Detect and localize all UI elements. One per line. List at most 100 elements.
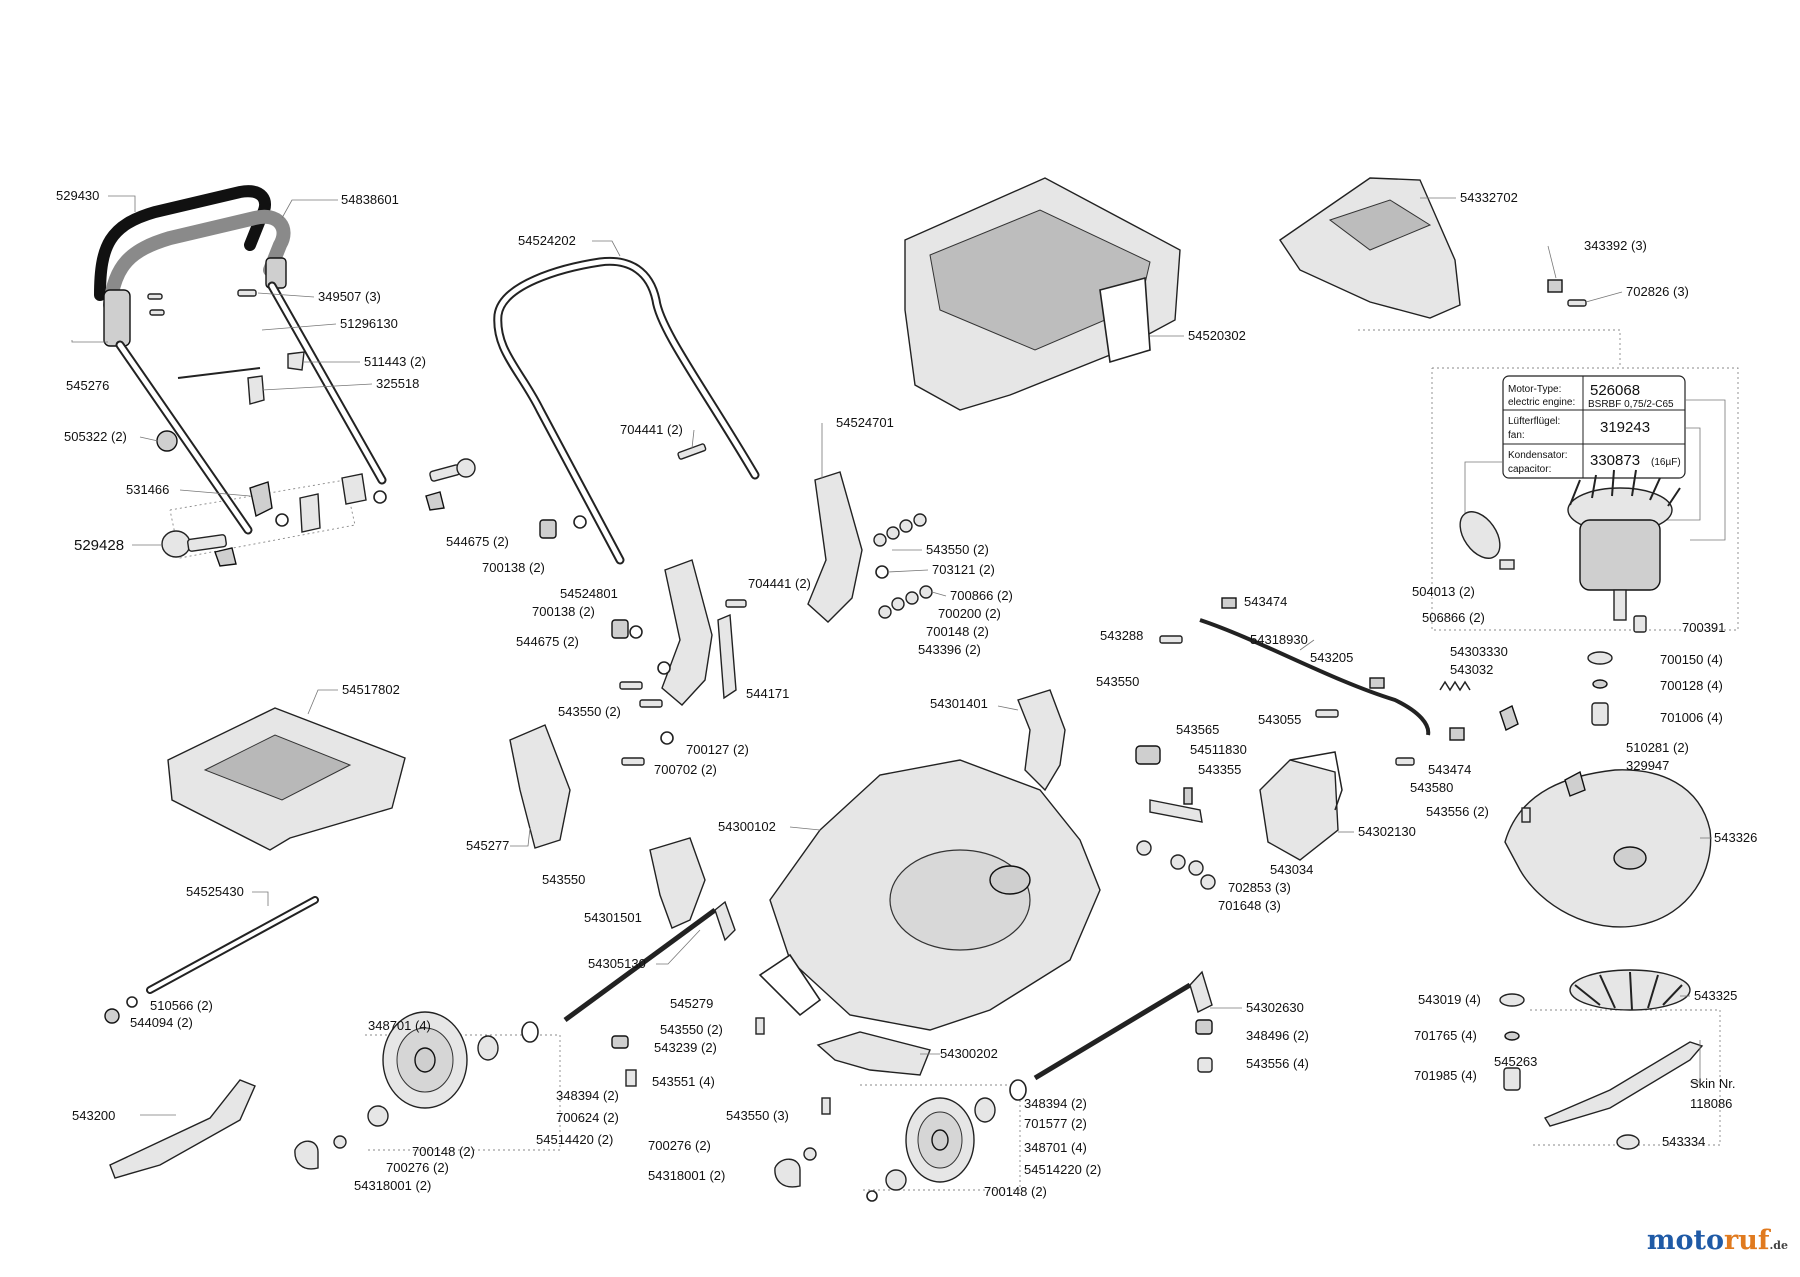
label-704441b: 704441 (2): [748, 576, 811, 591]
hinge-54524701: [807, 471, 863, 623]
label-543550a: 543550 (2): [926, 542, 989, 557]
motor-body-526068: [1579, 519, 1661, 591]
brand-name-rest: ruf: [1723, 1225, 1770, 1256]
label-543325: 543325: [1694, 988, 1737, 1003]
bolt-543550-b1: [619, 681, 643, 690]
clip-543474-a: [1221, 597, 1237, 609]
cap-544094: [104, 1008, 120, 1024]
washer-510566: [126, 996, 138, 1008]
label-325518: 325518: [376, 376, 419, 391]
clip-543474-b: [1449, 727, 1465, 741]
baffle-grille: [203, 734, 352, 801]
label-702826: 702826 (3): [1626, 284, 1689, 299]
label-skin-2: 118086: [1690, 1096, 1732, 1111]
rear-flap-54300202: [816, 1031, 931, 1076]
label-543474a: 543474: [1244, 594, 1287, 609]
switch-plate-54302130: [1259, 759, 1339, 861]
nut-701648-b: [1200, 874, 1216, 890]
wheel-348701-left: [382, 1011, 468, 1109]
axle-bracket-right: [1189, 970, 1213, 1013]
nut-700276-a: [333, 1135, 347, 1149]
flap-54301501: [649, 837, 706, 929]
washer-hinge-1: [657, 661, 671, 675]
label-54511830: 54511830: [1190, 742, 1247, 757]
label-543355: 543355: [1198, 762, 1241, 777]
motor-table-leader-2: [1662, 427, 1701, 521]
washer-700138-b: [629, 625, 643, 639]
label-511443: 511443 (2): [364, 354, 426, 369]
leader-505322: [139, 436, 159, 442]
label-700200: 700200 (2): [938, 606, 1001, 621]
label-543205: 543205: [1310, 650, 1353, 665]
label-701765: 701765 (4): [1414, 1028, 1477, 1043]
label-700148b: 700148 (2): [412, 1144, 475, 1159]
blade-543200: [109, 1079, 256, 1179]
label-54300202: 54300202: [940, 1046, 998, 1061]
label-51296130: 51296130: [340, 316, 398, 331]
group-outline-wheel-right: [860, 1084, 1021, 1191]
fan-543325: [1569, 969, 1691, 1011]
group-outline-fan-link: [1358, 329, 1621, 368]
washer-handle: [373, 490, 387, 504]
bolt-543550-b2: [639, 699, 663, 708]
motor-table-leader-3: [1464, 461, 1503, 520]
clip-543239: [611, 1035, 629, 1049]
label-510281: 510281 (2): [1626, 740, 1689, 755]
fan-row-en: fan:: [1508, 430, 1525, 441]
label-700276b: 700276 (2): [648, 1138, 711, 1153]
label-700127: 700127 (2): [686, 742, 749, 757]
label-700276a: 700276 (2): [386, 1160, 449, 1175]
label-54524701: 54524701: [836, 415, 894, 430]
label-545277: 545277: [466, 838, 509, 853]
label-54300102: 54300102: [718, 819, 776, 834]
label-544094: 544094 (2): [130, 1015, 193, 1030]
nut-series-2: [886, 526, 900, 540]
mulch-545277: [509, 724, 571, 849]
bolt-head-handle: [456, 458, 476, 478]
motor-row-en: electric engine:: [1508, 397, 1575, 408]
label-543396: 543396 (2): [918, 642, 981, 657]
label-700391: 700391: [1682, 620, 1725, 635]
brand-suffix: .de: [1769, 1239, 1788, 1252]
label-329947: 329947: [1626, 758, 1669, 773]
label-545279: 545279: [670, 996, 713, 1011]
bolt-701985: [1503, 1067, 1521, 1091]
washer-700138-a: [573, 515, 587, 529]
cap-54318001-b: [774, 1158, 801, 1188]
label-54302630: 54302630: [1246, 1000, 1304, 1015]
lever-54511830: [1149, 799, 1203, 823]
leader-54305130: [656, 929, 701, 965]
rear-axle-inner: [148, 898, 317, 992]
leader-531466: [179, 489, 251, 497]
label-701648: 701648 (3): [1218, 898, 1281, 913]
leader-704441a: [691, 429, 695, 449]
cable-clip-325518: [247, 375, 265, 405]
leader-700866: [931, 591, 947, 597]
label-54318001b: 54318001 (2): [648, 1168, 725, 1183]
clip-543205: [1369, 677, 1385, 689]
lock-lever-531466: [249, 481, 273, 518]
motor-row-de: Motor-Type:: [1508, 384, 1561, 395]
label-701006: 701006 (4): [1660, 710, 1723, 725]
label-531466: 531466: [126, 482, 169, 497]
label-54520302: 54520302: [1188, 328, 1246, 343]
label-543288: 543288: [1100, 628, 1143, 643]
label-543551: 543551 (4): [652, 1074, 715, 1089]
label-700624: 700624 (2): [556, 1110, 619, 1125]
capacitor-504013: [1459, 511, 1501, 559]
screw-543551: [625, 1069, 637, 1087]
brand-logo: motoruf.de: [1647, 1225, 1788, 1256]
label-543055: 543055: [1258, 712, 1301, 727]
label-skin-1: Skin Nr.: [1690, 1076, 1736, 1091]
connector-54303330: [1499, 705, 1519, 731]
motor-shaft: [1613, 589, 1627, 621]
capacitor-subvalue: (16µF): [1651, 457, 1681, 468]
label-543334: 543334: [1662, 1134, 1705, 1149]
leader-skin: [1690, 1040, 1701, 1083]
bolt-701006: [1591, 702, 1609, 726]
label-348701b: 348701 (4): [1024, 1140, 1087, 1155]
blade-545263: [1543, 1041, 1704, 1127]
leader-702826: [1585, 291, 1623, 303]
leader-54524202: [592, 240, 621, 257]
